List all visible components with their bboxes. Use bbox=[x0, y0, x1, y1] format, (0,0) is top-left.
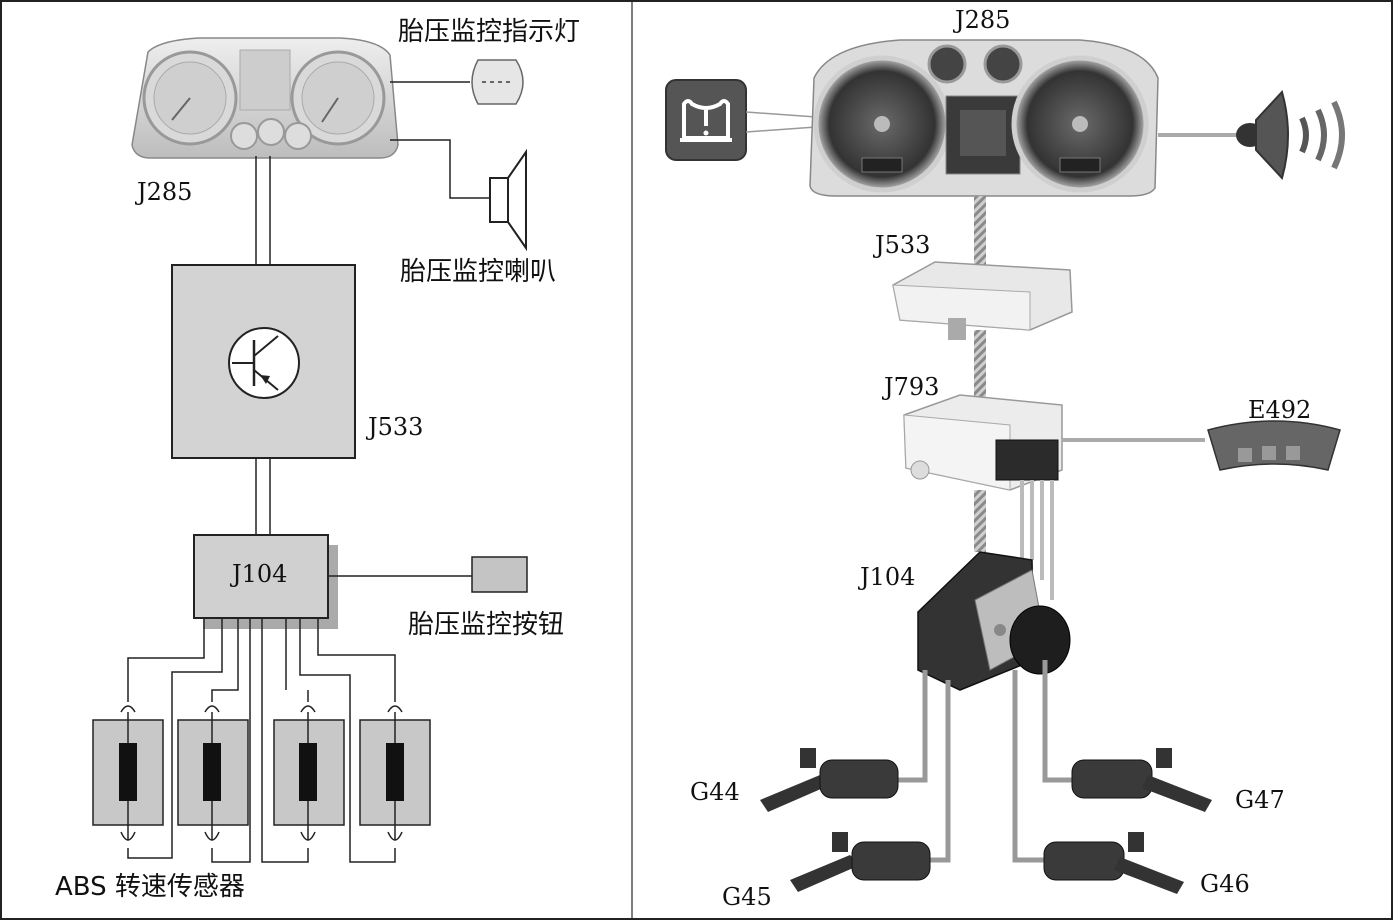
gateway-box bbox=[171, 264, 356, 459]
abs-unit-box bbox=[193, 534, 338, 629]
right-j793-module bbox=[903, 394, 1063, 491]
switch-label: E492 bbox=[1248, 396, 1311, 424]
right-abs-label: J104 bbox=[857, 563, 915, 591]
can-bus-1 bbox=[974, 196, 986, 268]
lamp-label: 胎压监控指示灯 bbox=[398, 17, 580, 47]
g45-label: G45 bbox=[722, 883, 772, 911]
g46-label: G46 bbox=[1200, 870, 1250, 898]
horn-icon bbox=[489, 148, 527, 252]
right-cluster-label: J285 bbox=[952, 6, 1010, 34]
abs-unit-label: J104 bbox=[229, 560, 287, 588]
tpms-lamp-icon bbox=[471, 59, 524, 105]
right-gateway-label: J533 bbox=[872, 231, 930, 259]
sensor-wiring bbox=[127, 618, 396, 863]
sensor-g45 bbox=[790, 832, 931, 892]
abs-sensor-3 bbox=[273, 705, 345, 841]
right-module-label: J793 bbox=[881, 373, 939, 401]
sensor-cables bbox=[895, 660, 1075, 863]
sensors-label: ABS 转速传感器 bbox=[55, 872, 245, 902]
abs-sensor-2 bbox=[177, 705, 249, 841]
g44-label: G44 bbox=[690, 778, 740, 806]
button-label: 胎压监控按钮 bbox=[408, 610, 564, 640]
tpms-warning-icon bbox=[665, 79, 747, 161]
horn-wire bbox=[390, 139, 490, 199]
abs-sensor-1 bbox=[92, 705, 164, 841]
e492-switch bbox=[1207, 420, 1341, 471]
horn-label: 胎压监控喇叭 bbox=[400, 257, 556, 287]
right-instrument-cluster bbox=[809, 39, 1159, 197]
sensor-g46 bbox=[1043, 832, 1184, 894]
left-cluster-label: J285 bbox=[134, 178, 192, 206]
right-gateway-module bbox=[892, 261, 1073, 340]
right-abs-unit bbox=[917, 551, 1071, 691]
can-bus-2 bbox=[974, 330, 986, 398]
can-bus-3 bbox=[974, 490, 986, 552]
left-instrument-cluster bbox=[131, 37, 399, 159]
loudspeaker-icon bbox=[1236, 90, 1345, 180]
sensor-g44 bbox=[760, 748, 899, 812]
gateway-label: J533 bbox=[365, 413, 423, 441]
sensor-g47 bbox=[1071, 748, 1212, 812]
tpms-button bbox=[471, 556, 528, 593]
j793-wires bbox=[1020, 480, 1054, 600]
abs-sensor-4 bbox=[359, 705, 431, 841]
g47-label: G47 bbox=[1235, 786, 1285, 814]
